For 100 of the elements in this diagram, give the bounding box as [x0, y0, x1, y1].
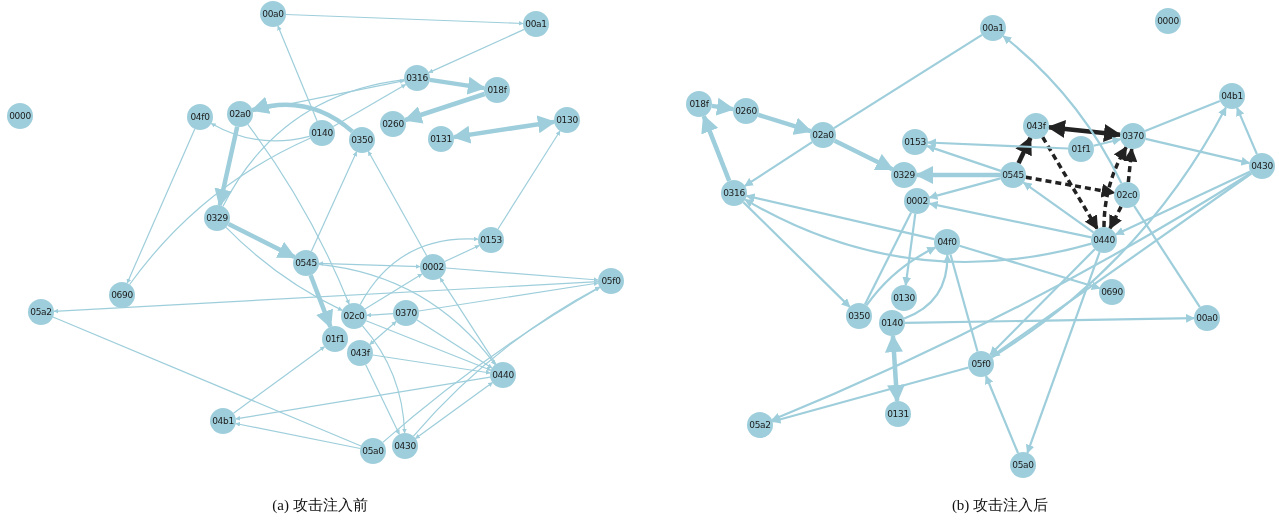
node-circle: 0002 — [904, 188, 930, 214]
node-circle: 0370 — [393, 300, 419, 326]
arrow — [1025, 251, 1101, 454]
arrow — [711, 97, 735, 116]
node-circle: 0002 — [420, 254, 446, 280]
node-circle: 0153 — [902, 129, 928, 155]
node-circle: 02a0 — [227, 101, 253, 127]
node-circle: 018f — [484, 77, 510, 103]
node-circle: 00a1 — [980, 15, 1006, 41]
node-circle: 02c0 — [1114, 182, 1140, 208]
arrow — [414, 382, 494, 439]
arrow — [701, 114, 732, 182]
arrow — [418, 281, 599, 312]
node-circle: 0316 — [404, 65, 430, 91]
node-circle: 05f0 — [598, 268, 624, 294]
arrow — [989, 248, 1096, 356]
arrow — [416, 319, 493, 369]
node-circle: 0260 — [733, 98, 759, 124]
arrow — [497, 130, 561, 230]
arrow — [365, 364, 400, 435]
arrow — [359, 236, 479, 306]
arrow — [310, 151, 358, 252]
arrow — [1108, 205, 1123, 230]
arrow — [1093, 136, 1122, 147]
node-circle: 0131 — [428, 126, 454, 152]
arrow — [1102, 145, 1128, 228]
node-circle: 00a0 — [1194, 305, 1220, 331]
panel-caption: (a) 攻击注入前 — [272, 496, 368, 515]
node-circle: 02a0 — [810, 122, 836, 148]
arrow — [902, 213, 917, 286]
node-circle: 0130 — [554, 107, 580, 133]
node-circle: 0350 — [349, 127, 375, 153]
arrow — [318, 261, 421, 269]
node-circle: 02c0 — [341, 303, 367, 329]
arrow — [1041, 136, 1099, 230]
node-circle: 0545 — [1000, 162, 1026, 188]
node-circle: 05a0 — [1010, 452, 1036, 478]
arrow — [367, 150, 428, 257]
node-circle: 04b1 — [1219, 83, 1245, 109]
arrow — [227, 221, 296, 260]
node-circle: 0545 — [293, 250, 319, 276]
node-circle: 04b1 — [210, 408, 236, 434]
node-circle: 0000 — [7, 103, 33, 129]
arrow — [990, 172, 1253, 358]
arrow — [365, 320, 492, 371]
panel-caption: (b) 攻击注入后 — [951, 496, 1049, 515]
arrow — [318, 263, 496, 366]
arrow — [372, 354, 491, 375]
arrow — [232, 346, 326, 414]
node-circle: 05a2 — [747, 412, 773, 438]
arrow — [452, 115, 556, 144]
arrow — [771, 366, 969, 424]
node-circle: 0350 — [846, 303, 872, 329]
arrow — [332, 83, 407, 128]
arrow — [757, 112, 813, 135]
arrow — [1025, 175, 1116, 198]
arrow — [366, 312, 394, 318]
arrow — [250, 97, 354, 134]
arrow — [1002, 35, 1123, 184]
node-circle: 05f0 — [968, 351, 994, 377]
arrow — [928, 201, 1092, 239]
arrow — [884, 334, 906, 403]
arrow — [1123, 147, 1138, 183]
arrow — [308, 274, 333, 329]
node-circle: 0440 — [490, 362, 516, 388]
node-circle: 0430 — [1249, 153, 1275, 179]
arrow — [247, 123, 350, 305]
node-circle: 00a0 — [260, 1, 286, 27]
arrow — [985, 375, 1019, 454]
arrow — [926, 144, 1002, 172]
arrow — [745, 193, 935, 241]
node-circle: 043f — [1023, 113, 1049, 139]
arrow — [744, 198, 1092, 264]
node-circle: 0329 — [891, 162, 917, 188]
arrow — [412, 286, 601, 437]
arrow — [445, 267, 599, 283]
node-circle: 0316 — [721, 180, 747, 206]
node-circle: 0690 — [109, 282, 135, 308]
node-circle: 0430 — [392, 433, 418, 459]
node-circle: 0370 — [1120, 123, 1146, 149]
node-circle: 01f1 — [322, 326, 348, 352]
arrow — [865, 246, 937, 307]
arrow — [915, 166, 1000, 184]
arrow — [235, 376, 491, 421]
node-circle: 0153 — [478, 227, 504, 253]
arrow — [444, 244, 480, 263]
node-circle: 0440 — [1091, 227, 1117, 253]
node-circle: 05a2 — [28, 299, 54, 325]
arrow — [991, 106, 1227, 359]
arrow — [1022, 181, 1095, 234]
node-circle: 00a1 — [523, 11, 549, 37]
node-circle: 04f0 — [187, 104, 213, 130]
arrow — [210, 122, 310, 142]
arrow — [53, 281, 599, 314]
node-circle: 0140 — [879, 310, 905, 336]
arrow — [742, 201, 851, 308]
arrow — [959, 244, 1101, 291]
node-circle: 0260 — [380, 111, 406, 137]
arrow — [1236, 107, 1258, 155]
arrow — [1145, 137, 1251, 166]
